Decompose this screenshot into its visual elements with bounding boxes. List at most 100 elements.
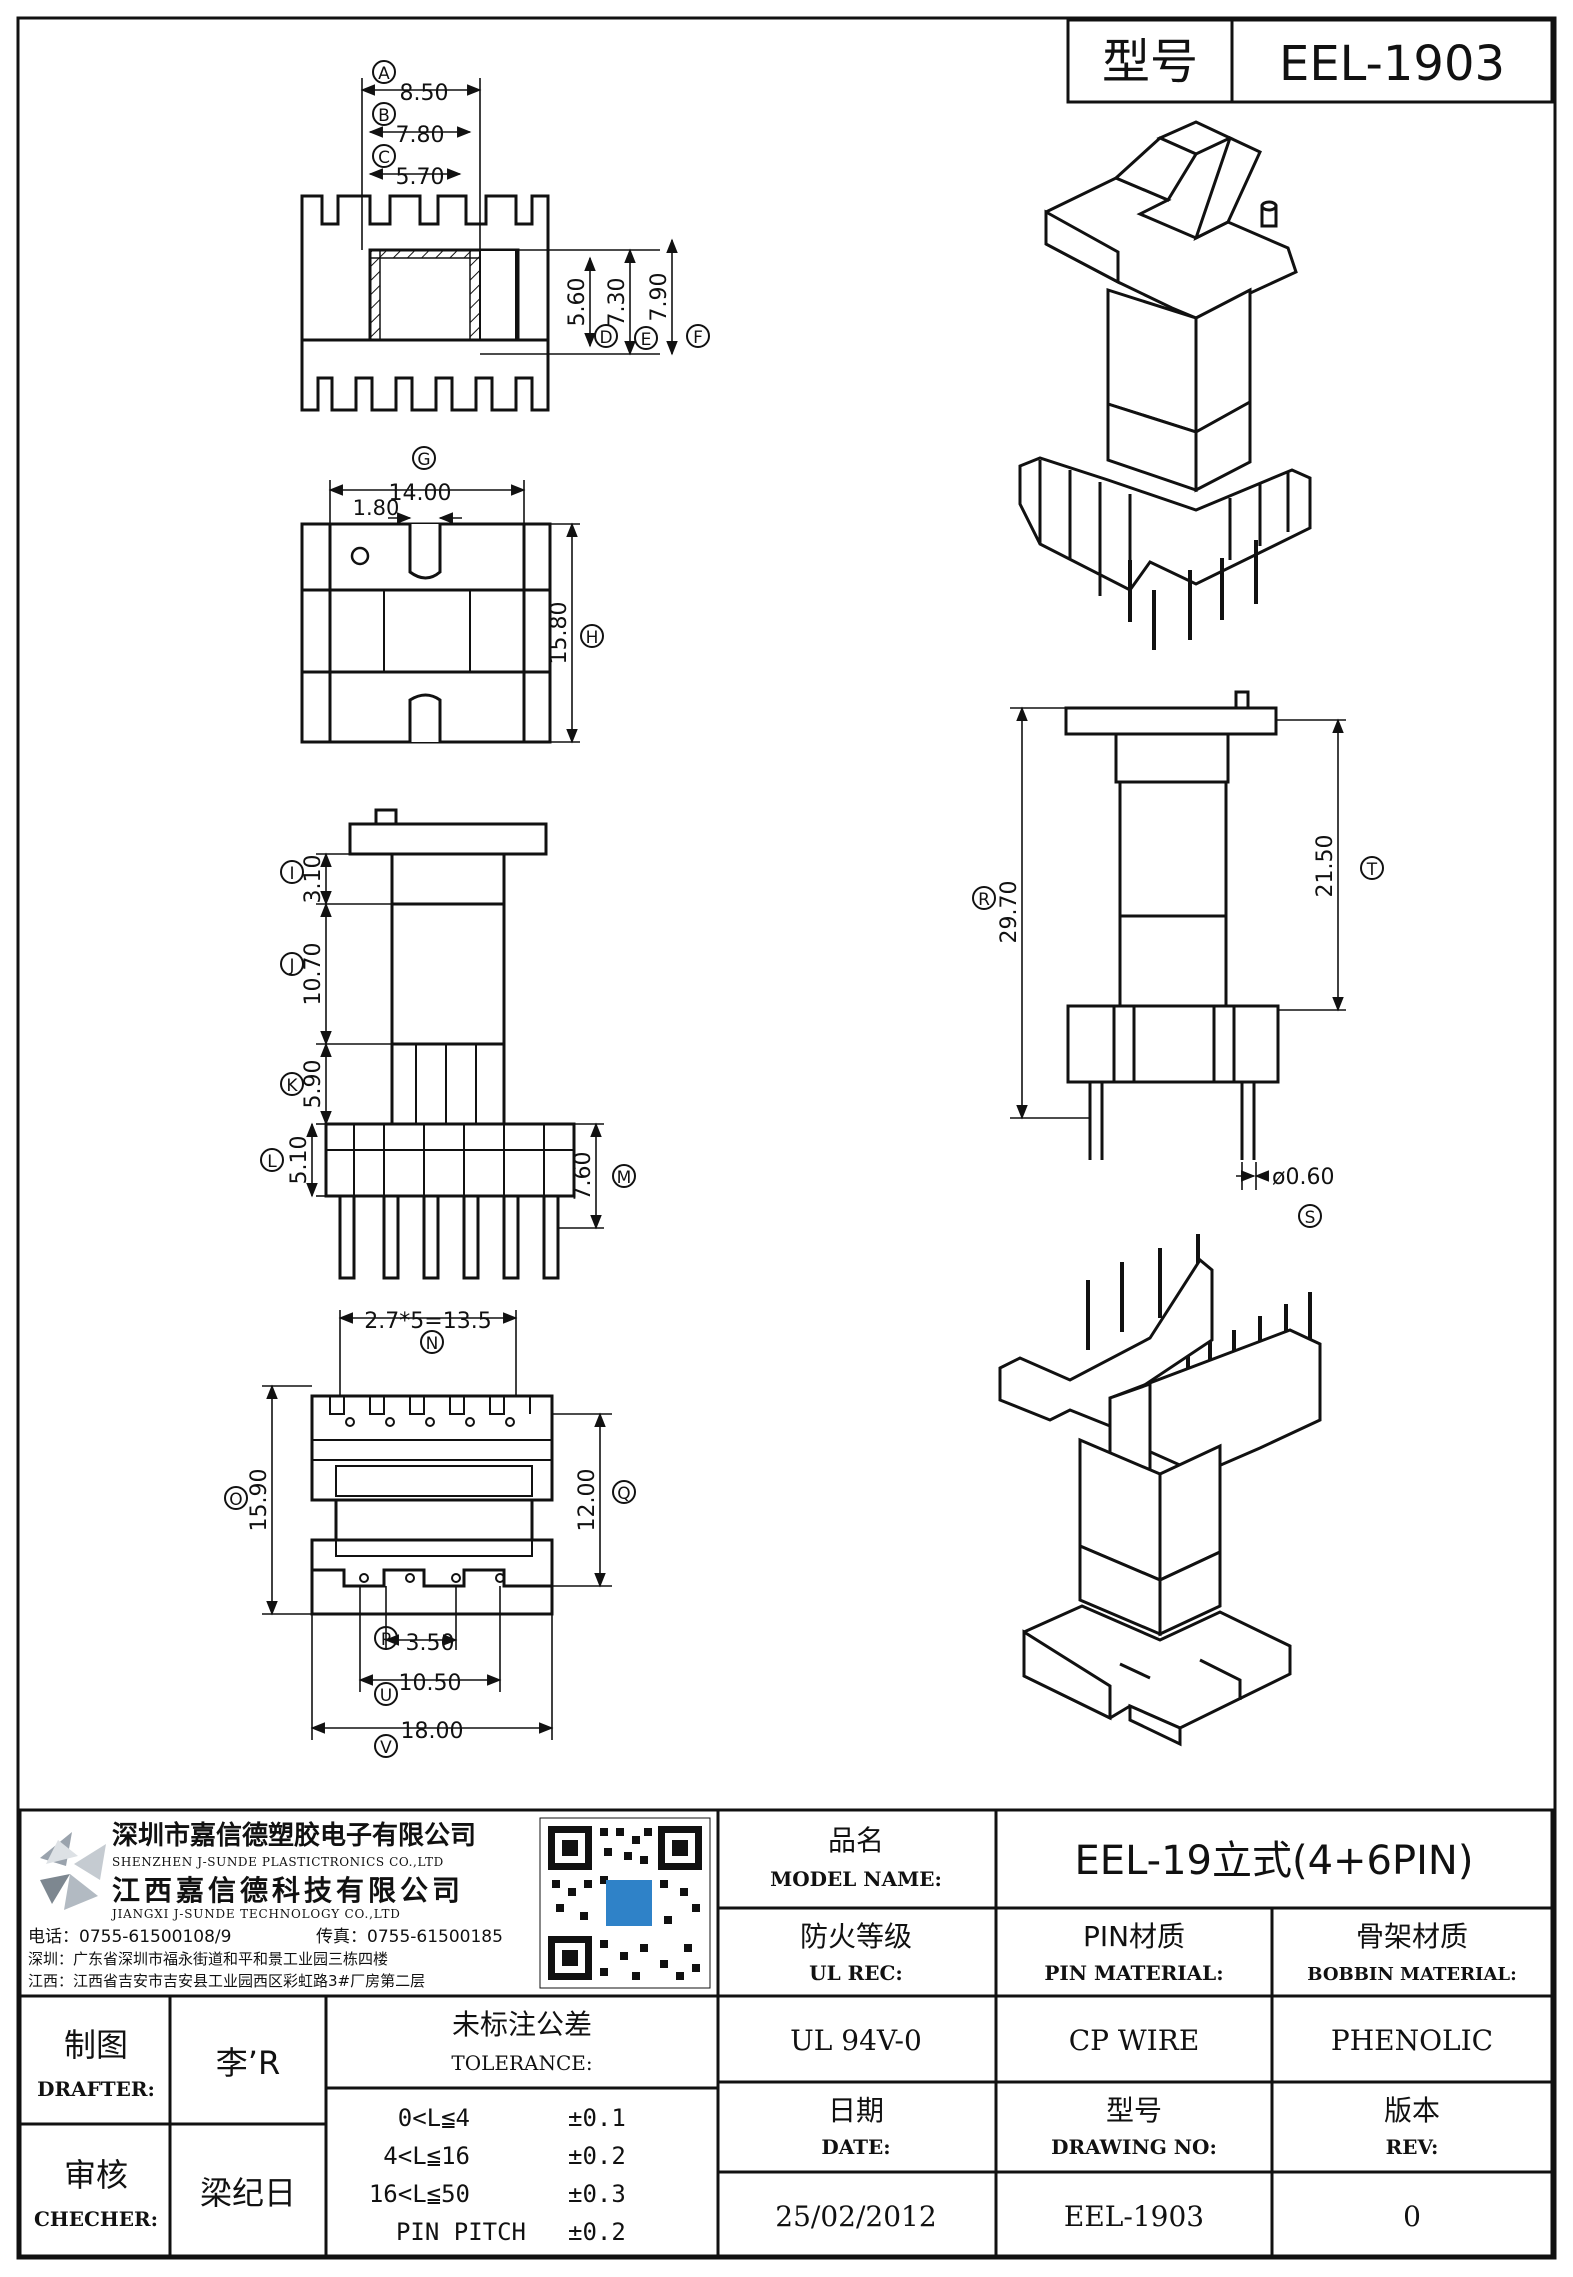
tolerance-title-en: TOLERANCE:	[451, 2051, 592, 2075]
svg-text:H: H	[586, 628, 599, 648]
callout-h: H	[580, 624, 604, 648]
tolerance-range-3: 16<L≦50	[369, 2180, 470, 2208]
dim-k: 5.90	[301, 1060, 326, 1109]
callout-s: S	[1298, 1204, 1322, 1228]
callout-m: M	[612, 1164, 636, 1188]
svg-text:E: E	[641, 330, 652, 350]
dim-i: 3.10	[301, 855, 326, 904]
model-name-label-cn: 品名	[828, 1824, 884, 1857]
drawing-no-label-en: DRAWING NO:	[1051, 2135, 1217, 2159]
callout-r: R	[972, 886, 996, 910]
callout-j: J	[280, 952, 304, 976]
checker-label-en: CHECHER:	[34, 2207, 158, 2231]
callout-i: I	[280, 860, 304, 884]
callout-a: A	[372, 60, 396, 84]
dim-l: 5.10	[287, 1136, 312, 1185]
callout-n: N	[420, 1330, 444, 1354]
pin-material-label-cn: PIN材质	[1083, 1920, 1185, 1953]
svg-text:O: O	[229, 1490, 242, 1510]
company-logo	[40, 1832, 106, 1910]
svg-text:K: K	[286, 1076, 298, 1096]
dim-n: 2.7*5=13.5	[364, 1309, 491, 1334]
dim-c: 5.70	[396, 165, 445, 190]
view-top-section: 8.50 7.80 5.70 5.60 7.30 7.90 A B C D E …	[300, 60, 710, 412]
callout-c: C	[372, 144, 396, 168]
callout-e: E	[634, 326, 658, 350]
company-address-jx: 江西：江西省吉安市吉安县工业园西区彩虹路3#厂房第二层	[28, 1972, 425, 1990]
svg-text:F: F	[693, 328, 703, 348]
ul-value: UL 94V-0	[790, 2024, 922, 2057]
callout-k: K	[280, 1072, 304, 1096]
iso-view-lower	[998, 1234, 1322, 1747]
svg-text:U: U	[380, 1686, 392, 1706]
title-model-label: 型号	[1102, 34, 1198, 90]
drafter-name: 李’R	[216, 2044, 280, 2082]
svg-text:A: A	[378, 64, 390, 84]
callout-o: O	[224, 1486, 248, 1510]
company-name-cn-2: 江西嘉信德科技有限公司	[112, 1874, 464, 1907]
drafter-label-cn: 制图	[64, 2026, 128, 2064]
svg-text:G: G	[417, 450, 430, 470]
svg-text:T: T	[1366, 860, 1378, 880]
company-address-sz: 深圳：广东省深圳市福永街道和平和景工业园三栋四楼	[28, 1950, 388, 1968]
svg-text:B: B	[378, 106, 390, 126]
svg-text:R: R	[978, 890, 990, 910]
tolerance-range-2: 4<L≦16	[383, 2142, 470, 2170]
dim-m: 7.60	[571, 1152, 596, 1201]
bobbin-material-value: PHENOLIC	[1331, 2024, 1493, 2057]
callout-v: V	[374, 1734, 398, 1758]
dim-o: 15.90	[247, 1469, 272, 1532]
svg-text:J: J	[288, 956, 294, 976]
tolerance-range-4: PIN PITCH	[396, 2218, 526, 2246]
tolerance-value-2: ±0.2	[568, 2142, 626, 2170]
dim-s: ø0.60	[1272, 1165, 1334, 1190]
callout-l: L	[260, 1148, 284, 1172]
tolerance-value-3: ±0.3	[568, 2180, 626, 2208]
dim-b: 7.80	[396, 123, 445, 148]
dim-q: 12.00	[575, 1469, 600, 1532]
dim-f: 7.90	[647, 273, 672, 322]
sheet-border	[16, 16, 1557, 2260]
callout-q: Q	[612, 1480, 636, 1504]
drawing-no-value: EEL-1903	[1064, 2200, 1204, 2233]
ul-label-en: UL REC:	[809, 1961, 903, 1985]
company-name-cn-1: 深圳市嘉信德塑胶电子有限公司	[112, 1820, 476, 1851]
dim-d: 5.60	[565, 278, 590, 327]
pin-material-label-en: PIN MATERIAL:	[1044, 1961, 1223, 1985]
title-model-value: EEL-1903	[1279, 36, 1505, 92]
svg-text:C: C	[378, 148, 390, 168]
ul-label-cn: 防火等级	[800, 1920, 912, 1953]
dim-a: 8.50	[400, 81, 449, 106]
drawing-no-label-cn: 型号	[1106, 2094, 1162, 2127]
rev-value: 0	[1403, 2200, 1421, 2233]
rev-label-cn: 版本	[1384, 2094, 1440, 2127]
company-name-en-2: JIANGXI J-SUNDE TECHNOLOGY CO.,LTD	[110, 1907, 401, 1921]
company-fax: 传真：0755-61500185	[316, 1927, 503, 1947]
checker-label-cn: 审核	[64, 2156, 128, 2194]
callout-p: P	[374, 1626, 398, 1650]
callout-t: T	[1360, 856, 1384, 880]
svg-text:N: N	[426, 1334, 439, 1354]
dim-t: 21.50	[1313, 835, 1338, 898]
svg-text:Q: Q	[617, 1484, 630, 1504]
tolerance-range-1: 0<L≦4	[398, 2104, 470, 2132]
svg-text:V: V	[380, 1738, 392, 1758]
dim-p: 3.50	[406, 1631, 455, 1656]
dim-u: 10.50	[399, 1671, 462, 1696]
callout-d: D	[594, 324, 618, 348]
view-side-elevation: 3.10 10.70 5.90 5.10 7.60 I J K L M	[260, 808, 636, 1280]
drafter-label-en: DRAFTER:	[37, 2077, 155, 2101]
pin-material-value: CP WIRE	[1069, 2024, 1200, 2057]
dim-g: 14.00	[389, 481, 452, 506]
date-label-en: DATE:	[821, 2135, 890, 2159]
bottom-title-table: 深圳市嘉信德塑胶电子有限公司 SHENZHEN J-SUNDE PLASTICT…	[18, 1808, 1554, 2258]
title-block: 型号 EEL-1903	[1066, 18, 1554, 104]
dim-g-slot: 1.80	[353, 496, 400, 520]
view-top-plan: 14.00 1.80 15.80 G H	[300, 446, 604, 744]
view-front-elevation: 29.70 21.50 ø0.60 R T S	[972, 690, 1384, 1228]
svg-text:L: L	[267, 1152, 277, 1172]
company-name-en-1: SHENZHEN J-SUNDE PLASTICTRONICS CO.,LTD	[112, 1855, 444, 1869]
callout-g: G	[412, 446, 436, 470]
callout-b: B	[372, 102, 396, 126]
